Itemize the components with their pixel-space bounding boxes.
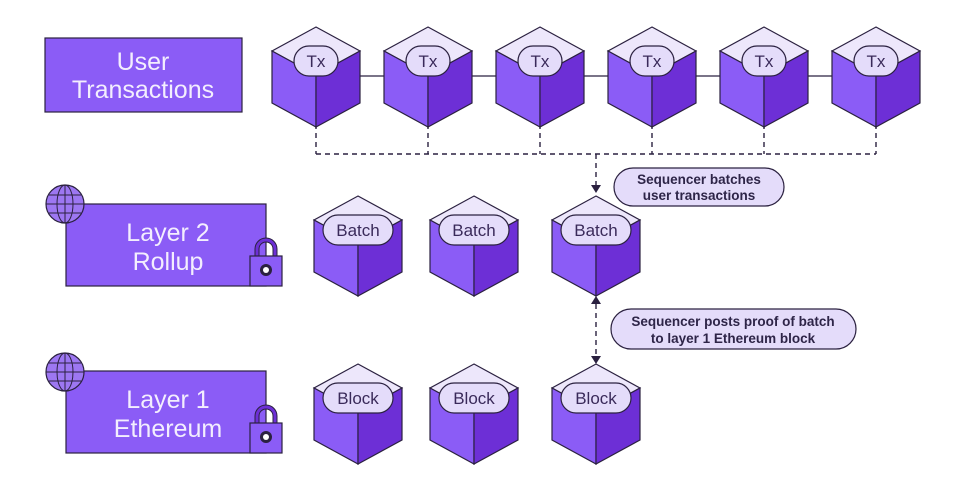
tx-cube: Tx [606,26,698,129]
layer1-label-line-1: Layer 1 [126,386,209,414]
tx-cube: Tx [494,26,586,129]
tx-cube: Tx [382,26,474,129]
tx-cube-pill [853,45,899,77]
globe-icon [45,352,85,392]
user-transactions-label-line-1: User [117,48,170,76]
batch-cube-pill [438,214,510,246]
tx-cube-label: Tx [867,52,886,71]
arrow-down-icon [591,356,601,364]
sequencer-proof-note-line-2: to layer 1 Ethereum block [651,331,816,346]
block-cube: Block [312,363,404,466]
tx-cube-pill [517,45,563,77]
tx-cube-pill [293,45,339,77]
tx-cube: Tx [270,26,362,129]
layer2-rollup-label-box: Layer 2 Rollup [65,203,267,287]
lock-icon [249,404,283,454]
user-transactions-label-line-2: Transactions [72,76,214,104]
layer1-ethereum-label-box: Layer 1 Ethereum [65,370,267,454]
batch-cube-label: Batch [452,221,495,240]
block-cube-pill [438,382,510,414]
batch-cube-pill [322,214,394,246]
tx-cube-label: Tx [755,52,774,71]
sequencer-batches-note: Sequencer batches user transactions [613,167,785,207]
layer2-label-line-1: Layer 2 [126,219,209,247]
tx-cube: Tx [718,26,810,129]
lock-icon [249,237,283,287]
tx-cube-pill [741,45,787,77]
tx-cube-pill [405,45,451,77]
layer2-label-line-2: Rollup [133,248,204,276]
sequencer-batches-note-line-2: user transactions [643,188,756,203]
batch-cube-pill [560,214,632,246]
batch-cube: Batch [312,195,404,298]
sequencer-batches-note-line-1: Sequencer batches [637,172,761,187]
batch-cube-label: Batch [574,221,617,240]
block-cube-label: Block [337,389,379,408]
sequencer-proof-note-line-1: Sequencer posts proof of batch [631,314,834,329]
block-cube-pill [560,382,632,414]
globe-icon [45,184,85,224]
block-cube-label: Block [453,389,495,408]
arrow-down-icon [591,185,601,193]
batch-cube: Batch [550,195,642,298]
layer1-label-line-2: Ethereum [114,415,222,443]
arrow-up-icon [591,296,601,304]
user-transactions-label-box: User Transactions [44,37,243,113]
tx-cube-label: Tx [531,52,550,71]
tx-cube: Tx [830,26,922,129]
block-cube: Block [428,363,520,466]
block-cube-label: Block [575,389,617,408]
block-cube-pill [322,382,394,414]
batch-cube: Batch [428,195,520,298]
block-cube: Block [550,363,642,466]
batch-cube-label: Batch [336,221,379,240]
tx-cube-label: Tx [307,52,326,71]
tx-cube-pill [629,45,675,77]
sequencer-proof-note: Sequencer posts proof of batch to layer … [610,308,857,350]
tx-cube-label: Tx [643,52,662,71]
tx-cube-label: Tx [419,52,438,71]
